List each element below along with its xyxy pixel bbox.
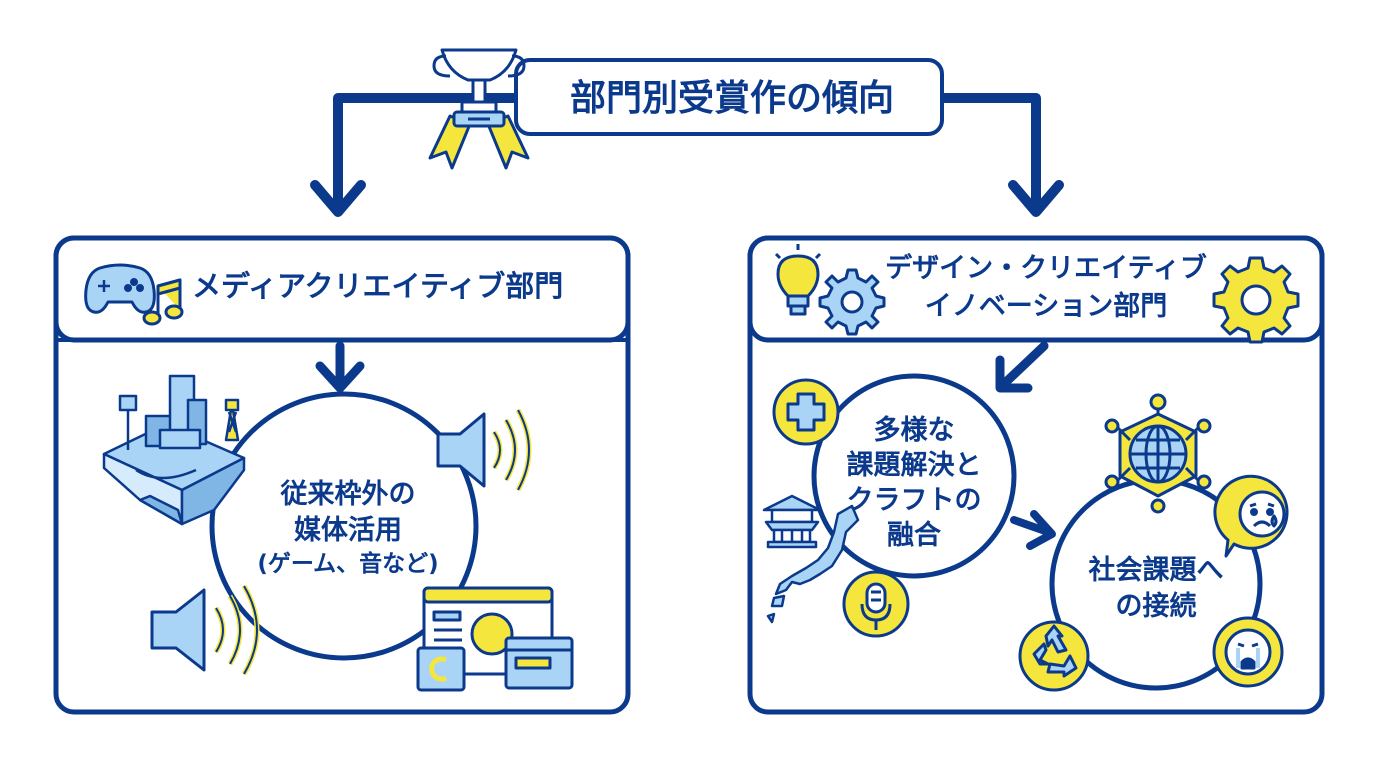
media-circle-line-3: (ゲーム、音など) xyxy=(257,551,439,577)
design-circle-line-4: 融合 xyxy=(887,520,941,551)
medical-cross-icon xyxy=(772,378,840,446)
game-controller-icon xyxy=(84,263,156,314)
worried-face-icon xyxy=(1213,474,1289,558)
crying-face-icon xyxy=(1212,616,1284,688)
design-circle-line-1: 多様な xyxy=(873,415,955,446)
design-panel-title-line-1: デザイン・クリエイティブ xyxy=(885,253,1207,284)
design-arrow-diagonal xyxy=(995,341,1049,393)
microphone-icon xyxy=(842,570,910,638)
design-to-social-arrow xyxy=(1010,510,1056,550)
social-circle-line-2: の接続 xyxy=(1115,591,1197,622)
music-note-icon xyxy=(142,278,184,326)
web-screen-icon xyxy=(416,586,574,692)
speaker-icon xyxy=(150,584,260,676)
lightbulb-icon xyxy=(774,244,822,316)
recycle-icon xyxy=(1018,620,1090,692)
title-connectors xyxy=(310,93,1064,217)
media-circle-line-2: 媒体活用 xyxy=(294,515,402,546)
design-circle-line-2: 課題解決と xyxy=(846,450,982,481)
japanese-temple-icon xyxy=(762,494,822,549)
design-circle xyxy=(811,373,1017,579)
gear-icon xyxy=(1212,256,1300,344)
design-circle-line-3: クラフトの xyxy=(846,485,982,516)
title-box xyxy=(514,58,944,136)
media-panel-title: メディアクリエイティブ部門 xyxy=(192,269,564,303)
speaker-icon xyxy=(436,408,532,492)
social-circle-line-1: 社会課題へ xyxy=(1088,555,1224,586)
media-circle xyxy=(209,391,479,661)
isometric-city-icon xyxy=(102,374,246,526)
page-title: 部門別受賞作の傾向 xyxy=(569,78,894,119)
globe-network-icon xyxy=(1104,393,1212,514)
gear-icon xyxy=(818,268,886,336)
design-panel-title-line-2: イノベーション部門 xyxy=(924,291,1168,322)
media-arrow-down xyxy=(315,341,365,393)
media-circle-line-1: 従来枠外の xyxy=(280,479,416,510)
trophy-icon xyxy=(428,48,530,170)
japan-map-icon xyxy=(766,504,860,624)
